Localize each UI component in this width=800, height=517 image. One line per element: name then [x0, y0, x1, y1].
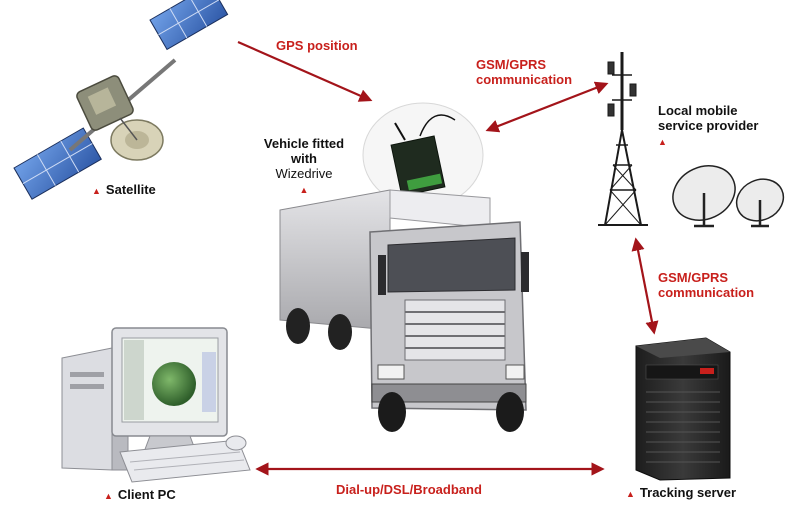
- link-label-gsm-right: GSM/GPRS communication: [658, 270, 754, 300]
- arrow-gps: [237, 40, 373, 102]
- link-label-gsm-top: GSM/GPRS communication: [476, 57, 572, 87]
- tracking-device-illustration: [362, 102, 484, 208]
- node-label-vehicle-line3: Wizedrive: [275, 166, 333, 181]
- node-label-client-text: Client PC: [117, 487, 176, 502]
- server-illustration: [635, 337, 731, 481]
- node-label-vehicle-line2: with: [291, 151, 317, 166]
- node-label-provider: Local mobile service provider ▲: [658, 103, 758, 150]
- arrow-gsm-right: [631, 237, 659, 335]
- arrow-gsm-top: [485, 81, 609, 133]
- marker-triangle-icon: ▲: [658, 137, 667, 147]
- marker-triangle-icon: ▲: [92, 186, 101, 196]
- satellite-illustration: [13, 0, 229, 200]
- link-label-gps: GPS position: [276, 38, 358, 53]
- client-pc-illustration: [61, 327, 251, 483]
- node-label-server: ▲ Tracking server: [626, 485, 736, 502]
- link-label-gsm-right-line1: GSM/GPRS: [658, 270, 729, 285]
- tower-illustration: [598, 52, 648, 226]
- node-label-satellite: ▲ Satellite: [92, 182, 156, 199]
- link-label-dialup: Dial-up/DSL/Broadband: [336, 482, 482, 497]
- node-label-server-text: Tracking server: [639, 485, 737, 500]
- node-label-satellite-text: Satellite: [105, 182, 156, 197]
- node-label-vehicle: Vehicle fitted with Wizedrive ▲: [248, 136, 360, 198]
- marker-triangle-icon: ▲: [299, 185, 309, 195]
- link-label-gsm-top-line1: GSM/GPRS: [476, 57, 547, 72]
- connector-arrows: [237, 40, 659, 476]
- node-label-client: ▲ Client PC: [104, 487, 176, 504]
- truck-illustration: [279, 189, 529, 432]
- link-label-gsm-top-line2: communication: [476, 72, 573, 87]
- marker-triangle-icon: ▲: [626, 489, 635, 499]
- dish-antennas-illustration: [672, 165, 785, 228]
- node-label-vehicle-line1: Vehicle fitted: [263, 136, 345, 151]
- node-label-provider-line1: Local mobile: [658, 103, 738, 118]
- link-label-gsm-right-line2: communication: [658, 285, 755, 300]
- node-label-provider-line2: service provider: [658, 118, 759, 133]
- marker-triangle-icon: ▲: [104, 491, 113, 501]
